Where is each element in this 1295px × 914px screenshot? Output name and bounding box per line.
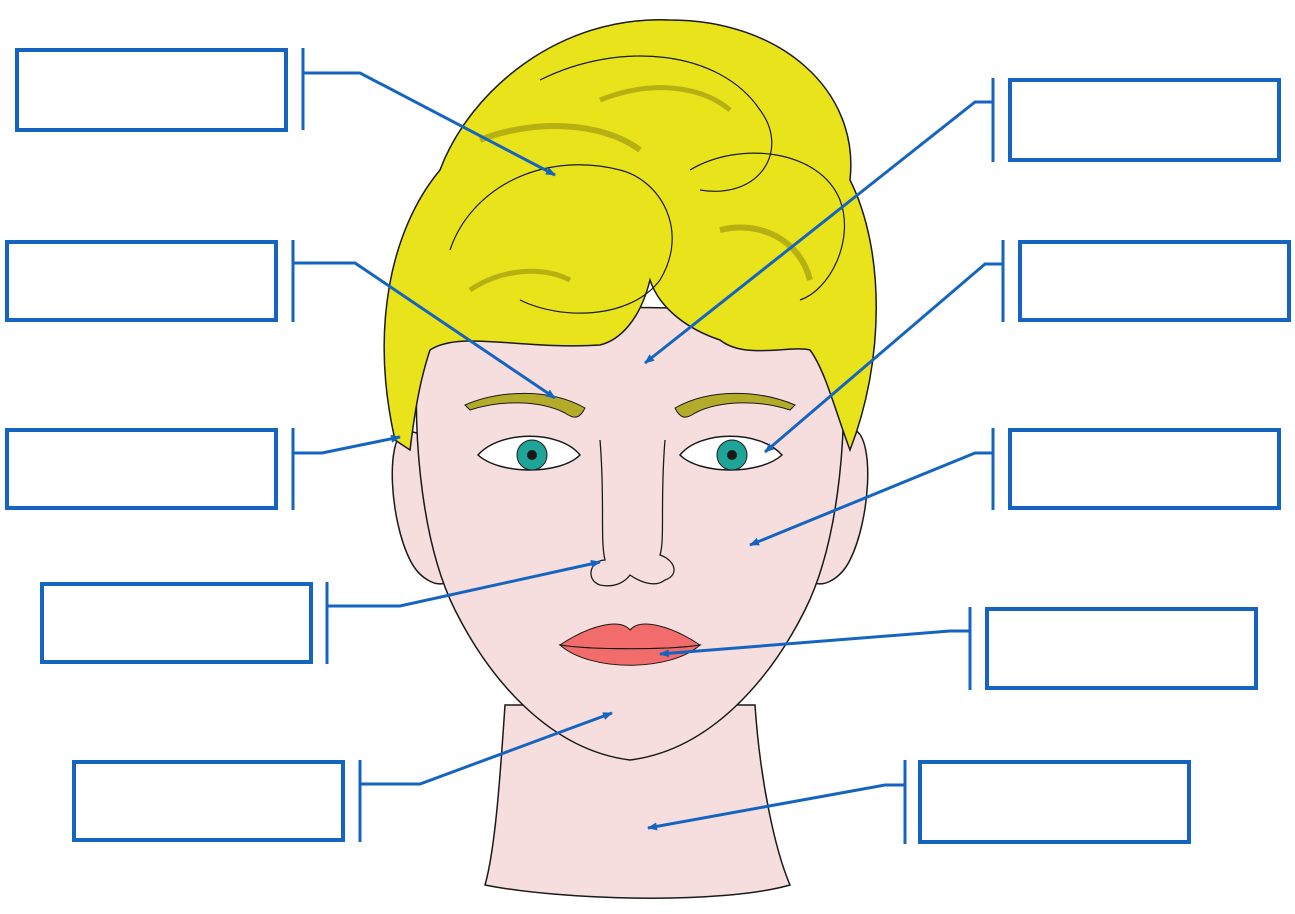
- label-box-mouth[interactable]: [985, 607, 1258, 690]
- label-box-ear[interactable]: [5, 428, 278, 510]
- label-box-forehead[interactable]: [1008, 78, 1281, 162]
- label-box-hair[interactable]: [15, 48, 288, 132]
- label-box-neck[interactable]: [918, 760, 1191, 844]
- label-box-chin[interactable]: [72, 760, 345, 842]
- label-box-cheek[interactable]: [1008, 428, 1281, 510]
- label-box-eye[interactable]: [1018, 240, 1291, 322]
- leader-ear: [293, 428, 400, 510]
- label-box-nose[interactable]: [40, 582, 313, 664]
- label-box-eyebrow[interactable]: [5, 240, 278, 322]
